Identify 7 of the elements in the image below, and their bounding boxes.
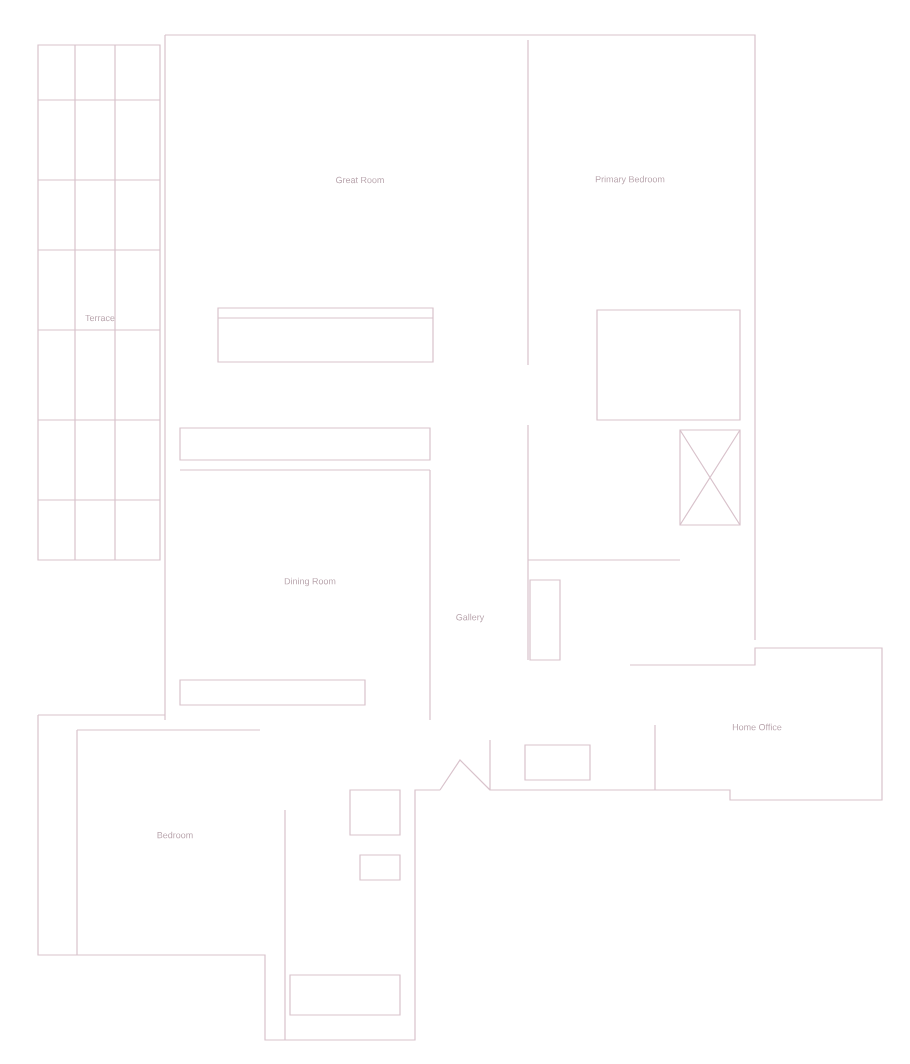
room-label: Great Room xyxy=(336,176,384,184)
room-label: Dining Room xyxy=(284,577,336,587)
room-label: Gallery xyxy=(456,613,485,623)
room-label: Bedroom xyxy=(157,831,193,839)
room-label: Terrace xyxy=(85,314,115,322)
room-label: Primary Bedroom xyxy=(595,175,665,185)
room-label: Home Office xyxy=(732,723,782,731)
